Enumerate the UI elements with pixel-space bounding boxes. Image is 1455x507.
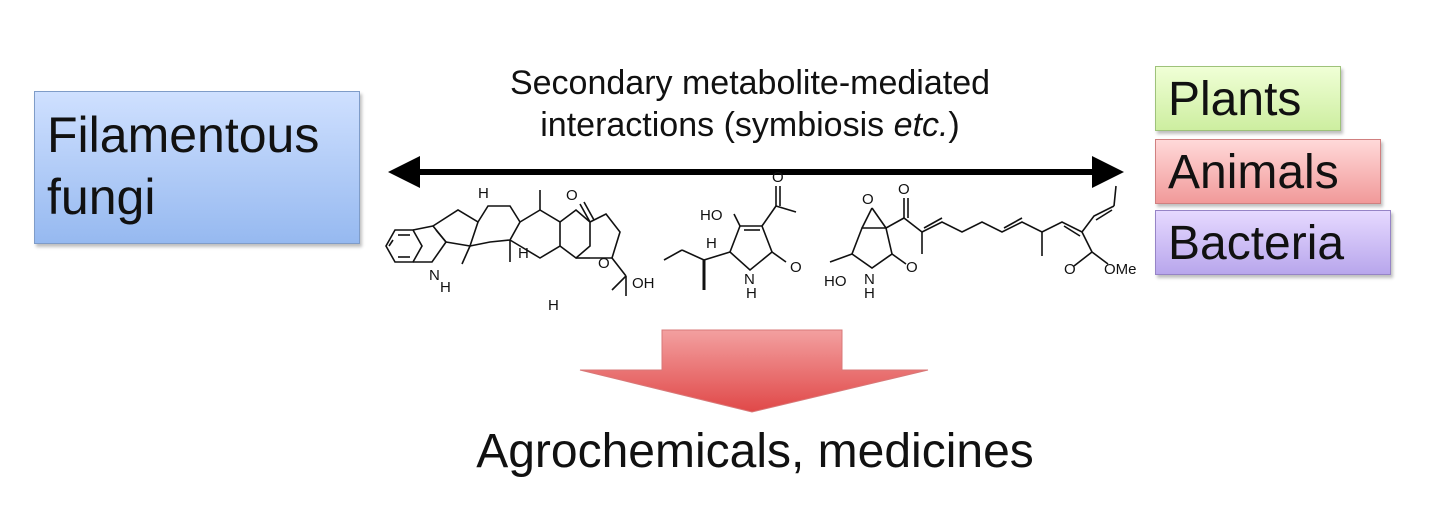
plants-label: Plants <box>1168 73 1302 126</box>
mol1-o-ring: O <box>598 255 610 272</box>
molecule-2-structure <box>663 186 797 290</box>
plants-box: Plants <box>1155 66 1341 131</box>
mol1-n: N <box>429 267 440 284</box>
mol3-ome: OMe <box>1104 261 1137 278</box>
mol3-o-ester: O <box>1064 261 1076 278</box>
mol2-o-lactam: O <box>790 259 802 276</box>
animals-label: Animals <box>1168 146 1339 199</box>
mol3-o-epoxide: O <box>862 191 874 208</box>
animals-box: Animals <box>1155 139 1381 204</box>
interaction-line2-prefix: interactions (symbiosis <box>540 106 894 144</box>
big-down-arrow <box>579 329 929 413</box>
filamentous-fungi-box: Filamentous fungi <box>34 91 360 244</box>
mol2-o-acetyl: O <box>772 169 784 186</box>
fungi-label-line2: fungi <box>47 169 156 225</box>
bacteria-label: Bacteria <box>1168 217 1345 270</box>
mol2-ho: HO <box>700 207 723 224</box>
mol3-o-lactam: O <box>906 259 918 276</box>
interaction-line2-suffix: ) <box>948 106 960 144</box>
mol2-n-h: H <box>746 285 757 302</box>
mol3-o-keto: O <box>898 181 910 198</box>
mol2-h: H <box>706 235 717 252</box>
mol2-n: N <box>744 271 755 288</box>
interaction-label: Secondary metabolite-mediated interactio… <box>430 62 1070 146</box>
bacteria-box: Bacteria <box>1155 210 1391 275</box>
mol1-n-h: H <box>440 279 451 296</box>
outcome-label: Agrochemicals, medicines <box>476 425 1034 478</box>
mol1-o-keto: O <box>566 187 578 204</box>
molecule-3-structure <box>829 185 1117 269</box>
mol1-h-top: H <box>478 185 489 202</box>
mol3-n-h: H <box>864 285 875 302</box>
interaction-arrow <box>388 156 1124 188</box>
fungi-label-line1: Filamentous <box>47 107 320 163</box>
mol1-h-bottom: H <box>548 297 559 314</box>
interaction-line2-italic: etc. <box>893 106 949 144</box>
interaction-line2: interactions (symbiosis etc.) <box>430 104 1070 146</box>
molecule-1-structure <box>385 190 627 296</box>
mol1-h-mid: H <box>518 245 529 262</box>
mol3-n: N <box>864 271 875 288</box>
mol3-ho: HO <box>824 273 847 290</box>
mol1-oh: OH <box>632 275 655 292</box>
interaction-line1: Secondary metabolite-mediated <box>509 64 991 102</box>
